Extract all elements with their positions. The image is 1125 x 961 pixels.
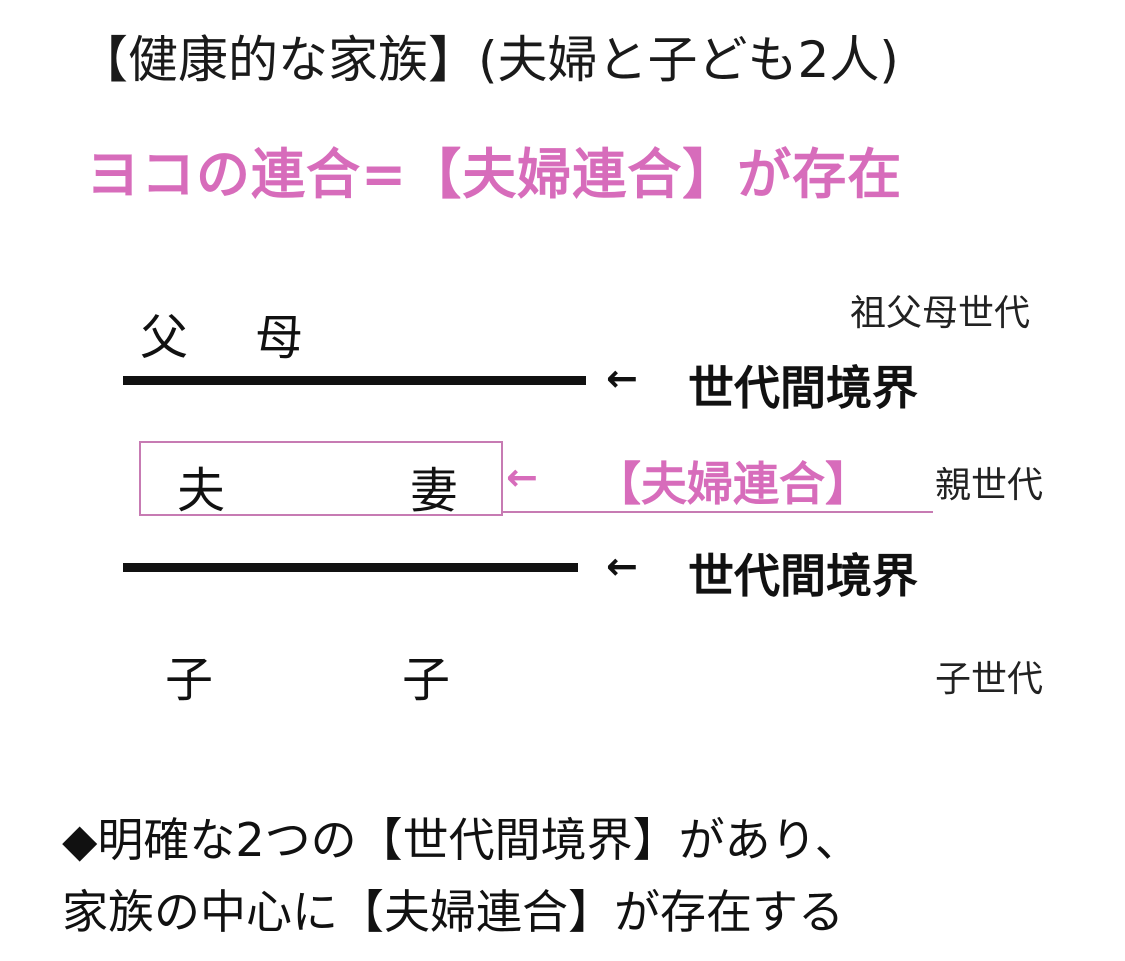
wife-label: 妻 bbox=[410, 463, 459, 519]
marital-coalition-label: 【夫婦連合】 bbox=[595, 457, 871, 511]
upper-generation-boundary-line bbox=[123, 376, 586, 385]
child-generation-label: 子世代 bbox=[935, 659, 1044, 700]
summary-line-1: ◆明確な2つの【世代間境界】があり、 bbox=[62, 813, 861, 867]
grandparent-generation-label: 祖父母世代 bbox=[850, 293, 1031, 334]
lower-boundary-arrow: ← bbox=[606, 544, 638, 588]
mother-label: 母 bbox=[255, 310, 304, 366]
father-label: 父 bbox=[140, 310, 189, 366]
upper-boundary-arrow: ← bbox=[606, 356, 638, 400]
child-1-label: 子 bbox=[165, 652, 214, 708]
husband-label: 夫 bbox=[177, 463, 226, 519]
marital-coalition-underline bbox=[503, 511, 933, 513]
child-2-label: 子 bbox=[402, 652, 451, 708]
upper-boundary-label: 世代間境界 bbox=[688, 361, 918, 415]
parent-generation-label: 親世代 bbox=[935, 465, 1044, 506]
lower-generation-boundary-line bbox=[123, 563, 578, 572]
lower-boundary-label: 世代間境界 bbox=[688, 549, 918, 603]
coalition-arrow: ← bbox=[506, 455, 538, 499]
diagram-subtitle: ヨコの連合=【夫婦連合】が存在 bbox=[86, 143, 903, 206]
diagram-title: 【健康的な家族】(夫婦と子ども2人) bbox=[78, 31, 899, 89]
marital-coalition-box bbox=[139, 441, 503, 516]
summary-line-2: 家族の中心に【夫婦連合】が存在する bbox=[62, 885, 844, 939]
